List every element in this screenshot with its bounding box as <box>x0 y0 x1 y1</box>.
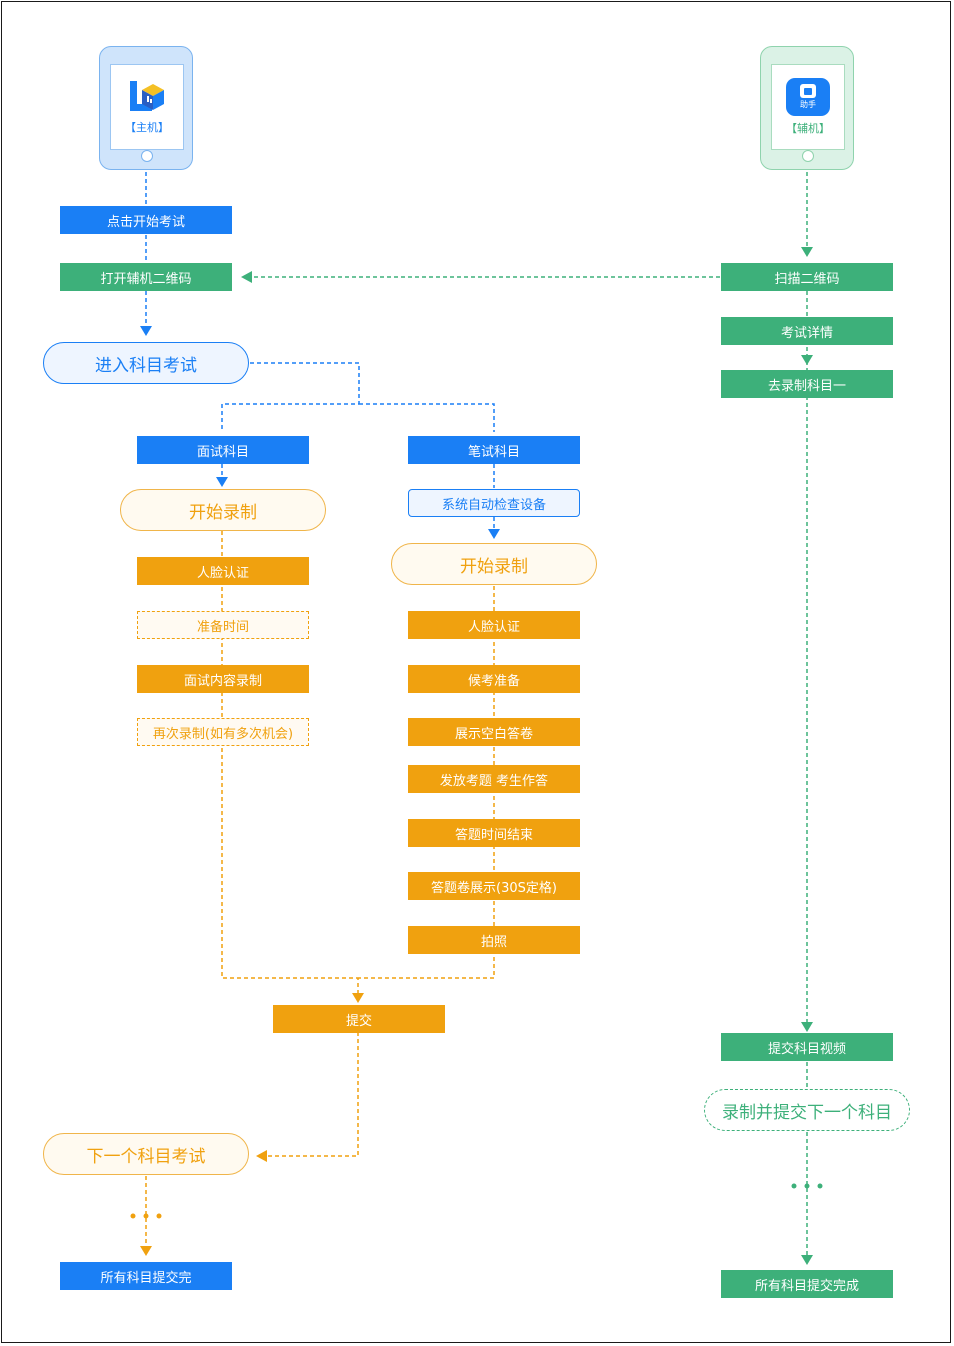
connector-subject-split <box>221 362 495 432</box>
go-record-step: 去录制科目一 <box>721 370 893 398</box>
ellipsis-dots-right <box>791 1183 823 1189</box>
all-submitted-step: 所有科目提交完 <box>60 1262 232 1290</box>
interview-subject-step: 面试科目 <box>137 436 309 464</box>
arrow-head <box>140 326 152 336</box>
main-app-logo-icon <box>130 81 164 111</box>
written-blank-sheet-step: 展示空白答卷 <box>408 718 580 746</box>
main-phone-label: 【主机】 <box>125 121 169 134</box>
record-next-step: 录制并提交下一个科目 <box>704 1089 910 1131</box>
exam-detail-step: 考试详情 <box>721 317 893 345</box>
written-sheet-show-step: 答题卷展示(30S定格) <box>408 872 580 900</box>
written-subject-step: 笔试科目 <box>408 436 580 464</box>
arrow-head <box>352 993 364 1003</box>
aux-logo-text: 助手 <box>800 100 816 109</box>
written-face-auth-step: 人脸认证 <box>408 611 580 639</box>
written-auto-check-step: 系统自动检查设备 <box>408 489 580 517</box>
scan-qr-step: 扫描二维码 <box>721 263 893 291</box>
open-qr-step: 打开辅机二维码 <box>60 263 232 291</box>
arrow-head <box>801 247 813 257</box>
ellipsis-dots-left <box>130 1213 162 1219</box>
interview-rerecord-step: 再次录制(如有多次机会) <box>137 718 309 746</box>
arrow-head <box>801 1255 813 1265</box>
aux-phone-label: 【辅机】 <box>786 122 830 135</box>
written-start-record-step: 开始录制 <box>391 543 597 585</box>
arrow-head <box>216 477 228 487</box>
interview-record-step: 面试内容录制 <box>137 665 309 693</box>
submit-video-step: 提交科目视频 <box>721 1033 893 1061</box>
interview-start-record-step: 开始录制 <box>120 489 326 531</box>
arrow-head <box>140 1246 152 1256</box>
main-phone: 【主机】 <box>99 46 193 170</box>
aux-app-logo-icon: 助手 <box>786 78 830 116</box>
connector-submit-next <box>266 1032 359 1157</box>
home-button-icon <box>802 150 814 162</box>
interview-face-auth-step: 人脸认证 <box>137 557 309 585</box>
arrow-head <box>256 1150 267 1162</box>
submit-step: 提交 <box>273 1005 445 1033</box>
arrow-head <box>241 271 252 283</box>
arrow-head <box>488 529 500 539</box>
enter-subject-step: 进入科目考试 <box>43 342 249 384</box>
home-button-icon <box>141 150 153 162</box>
connector-merge-submit <box>221 531 495 994</box>
written-photo-step: 拍照 <box>408 926 580 954</box>
aux-phone: 助手 【辅机】 <box>760 46 854 170</box>
arrow-head <box>801 355 813 365</box>
all-done-step: 所有科目提交完成 <box>721 1270 893 1298</box>
written-answer-step: 发放考题 考生作答 <box>408 765 580 793</box>
next-subject-step: 下一个科目考试 <box>43 1133 249 1175</box>
written-time-end-step: 答题时间结束 <box>408 819 580 847</box>
written-waiting-step: 候考准备 <box>408 665 580 693</box>
interview-prep-time-step: 准备时间 <box>137 611 309 639</box>
arrow-head <box>801 1022 813 1032</box>
start-exam-step: 点击开始考试 <box>60 206 232 234</box>
